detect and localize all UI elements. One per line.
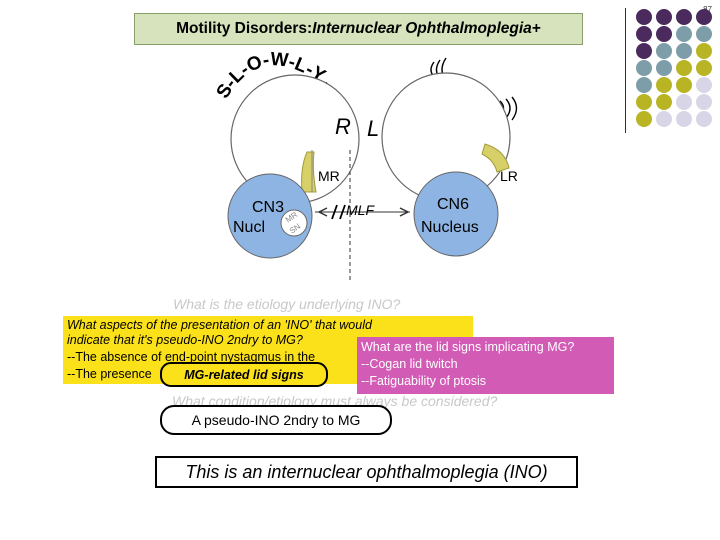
decorative-dot: [656, 77, 672, 93]
decorative-dot: [636, 77, 652, 93]
decorative-dot: [696, 77, 712, 93]
decorative-dot: [676, 60, 692, 76]
left-lateral-rectus-muscle: [481, 143, 510, 173]
decorative-dot: [636, 111, 652, 127]
decorative-dot: [656, 60, 672, 76]
title-emphasis: Internuclear Ophthalmoplegia: [312, 20, 532, 37]
decorative-dot: [656, 111, 672, 127]
mlf-arrow-right: [399, 207, 410, 217]
mg-related-lid-signs: MG-related lid signs: [160, 362, 328, 387]
cn3-label-line2: Nucl: [233, 219, 265, 236]
title-prefix: Motility Disorders:: [176, 20, 313, 37]
question-lid-signs-box: What are the lid signs implicating MG? -…: [357, 337, 614, 394]
question-lid-signs-line1: What are the lid signs implicating MG?: [361, 340, 575, 354]
slide-title: Motility Disorders: Internuclear Ophthal…: [134, 13, 583, 45]
lr-label: LR: [500, 168, 518, 184]
conclusion-box: This is an internuclear ophthalmoplegia …: [155, 456, 578, 488]
decorative-dot: [656, 9, 672, 25]
question-pseudo-ino-line3: --The absence of end-point nystagmus in …: [67, 350, 316, 364]
question-pseudo-ino-line4: --The presence: [67, 367, 152, 381]
decorative-dot: [696, 43, 712, 59]
decorative-dot: [676, 94, 692, 110]
decorative-dot: [636, 43, 652, 59]
cn3-nucleus: [227, 173, 313, 259]
mlf-label: MLF: [346, 202, 375, 218]
decorative-dot: [636, 9, 652, 25]
decorative-dot: [676, 26, 692, 42]
decorative-vertical-line: [625, 8, 626, 133]
left-label: L: [367, 116, 379, 141]
decorative-dot: [696, 60, 712, 76]
title-suffix: +: [531, 20, 541, 37]
question-lid-signs-line3: --Fatiguability of ptosis: [361, 374, 487, 388]
decorative-dot: [696, 94, 712, 110]
answer-pseudo-ino: A pseudo-INO 2ndry to MG: [160, 405, 392, 435]
question-etiology: What is the etiology underlying INO?: [173, 296, 401, 312]
cn6-label-line2: Nucleus: [421, 219, 479, 236]
question-pseudo-ino-line2: indicate that it's pseudo-INO 2ndry to M…: [67, 333, 303, 347]
cn6-label-line1: CN6: [437, 196, 469, 213]
lesion-mark-2: [339, 204, 346, 220]
decorative-dot: [676, 43, 692, 59]
decorative-dot: [676, 111, 692, 127]
decorative-dot: [656, 43, 672, 59]
mr-label: MR: [318, 168, 340, 184]
decorative-dot: [696, 26, 712, 42]
decorative-dot: [696, 111, 712, 127]
decorative-dot: [656, 26, 672, 42]
decorative-dot: [696, 9, 712, 25]
decorative-dot: [676, 9, 692, 25]
decorative-dot: [636, 60, 652, 76]
decorative-dot: [636, 26, 652, 42]
lesion-mark-1: [331, 204, 338, 220]
right-label: R: [335, 114, 351, 139]
question-pseudo-ino-line1: What aspects of the presentation of an '…: [67, 318, 372, 332]
mr-subnucleus: [280, 209, 308, 237]
cn6-nucleus: [413, 171, 499, 257]
decorative-dot: [676, 77, 692, 93]
decorative-dot: [656, 94, 672, 110]
decorative-dot: [636, 94, 652, 110]
question-lid-signs-line2: --Cogan lid twitch: [361, 357, 458, 371]
cn3-label-line1: CN3: [252, 199, 284, 216]
mlf-arrow-left: [317, 207, 328, 217]
